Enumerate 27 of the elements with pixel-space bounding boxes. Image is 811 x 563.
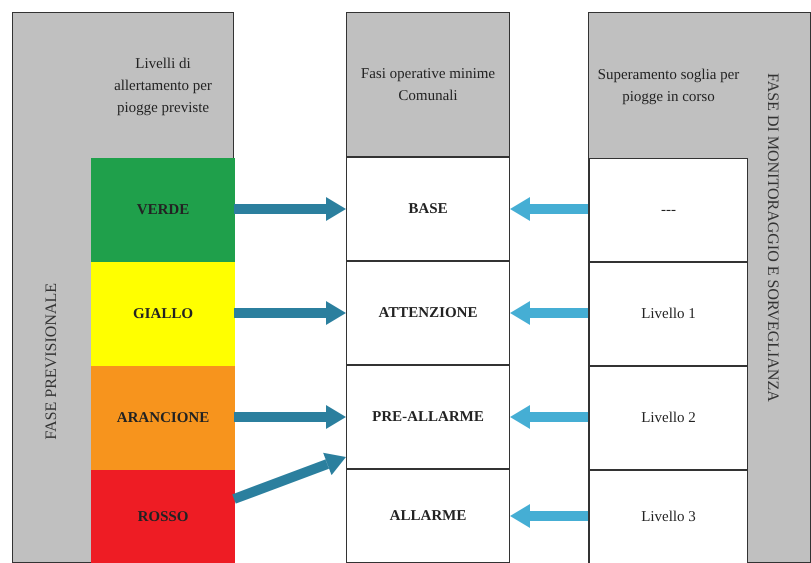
alert-level-cell: VERDE <box>91 158 235 262</box>
table-cell: Livello 1 <box>589 262 748 366</box>
vertical-title: FASE DI MONITORAGGIO E SORVEGLIANZA <box>763 73 782 402</box>
table-cell: Livello 2 <box>589 366 748 470</box>
alert-level-cell: ARANCIONE <box>91 366 235 470</box>
alert-level-cell: ROSSO <box>91 470 235 563</box>
table-cell: ATTENZIONE <box>346 261 510 365</box>
table-cell: BASE <box>346 157 510 261</box>
table-cell: --- <box>589 158 748 262</box>
table-cell: Livello 3 <box>589 470 748 563</box>
table-cell: PRE-ALLARME <box>346 365 510 469</box>
arrow <box>234 197 346 221</box>
arrow <box>510 197 588 221</box>
arrow <box>510 301 588 325</box>
column-header: Fasi operative minime Comunali <box>346 12 510 157</box>
phase-panel <box>12 12 234 563</box>
alert-level-cell: GIALLO <box>91 262 235 366</box>
arrow <box>510 405 588 429</box>
table-cell: ALLARME <box>346 469 510 563</box>
column-heading: Livelli di allertamento per piogge previste <box>113 54 213 118</box>
phase-panel <box>588 12 811 563</box>
arrow <box>510 504 588 528</box>
arrow <box>234 301 346 325</box>
arrow <box>232 452 346 504</box>
column-heading: Superamento soglia per piogge in corso <box>597 66 740 106</box>
vertical-title: FASE PREVISIONALE <box>42 282 61 440</box>
arrow <box>234 405 346 429</box>
